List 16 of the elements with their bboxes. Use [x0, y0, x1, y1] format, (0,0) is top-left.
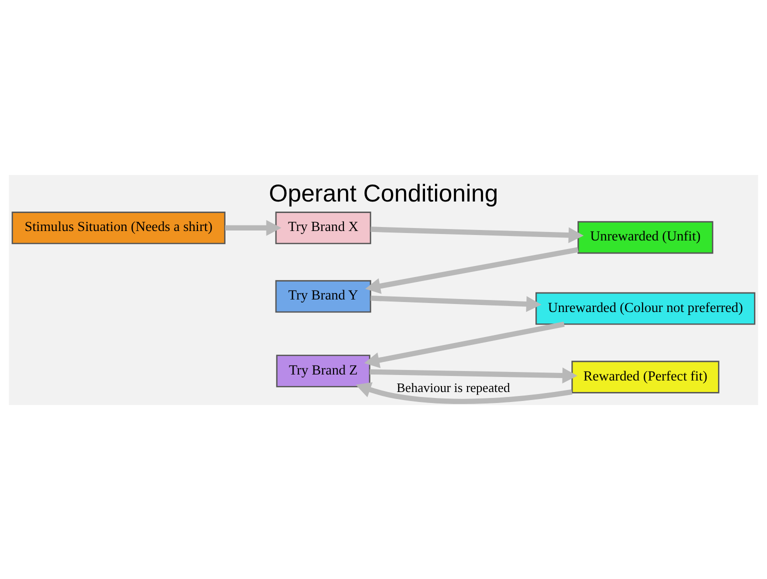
node-box: Unrewarded (Colour not preferred) — [535, 292, 756, 324]
node-box: Try Brand Y — [275, 280, 372, 312]
node-box: Try Brand Z — [276, 354, 370, 387]
node-box: Rewarded (Perfect fit) — [571, 360, 720, 393]
arrow — [370, 367, 578, 383]
arrow — [364, 321, 565, 368]
node-box: Stimulus Situation (Needs a shirt) — [12, 211, 226, 244]
arrow — [225, 219, 282, 236]
edge-label: Behaviour is repeated — [396, 379, 510, 394]
arrow — [365, 246, 579, 294]
arrow — [370, 226, 584, 243]
arrow — [370, 295, 542, 312]
diagram-title: Operant Conditioning — [268, 180, 498, 207]
node-box: Try Brand X — [275, 211, 372, 244]
node-box: Unrewarded (Unfit) — [578, 220, 714, 254]
arrow — [356, 382, 572, 404]
